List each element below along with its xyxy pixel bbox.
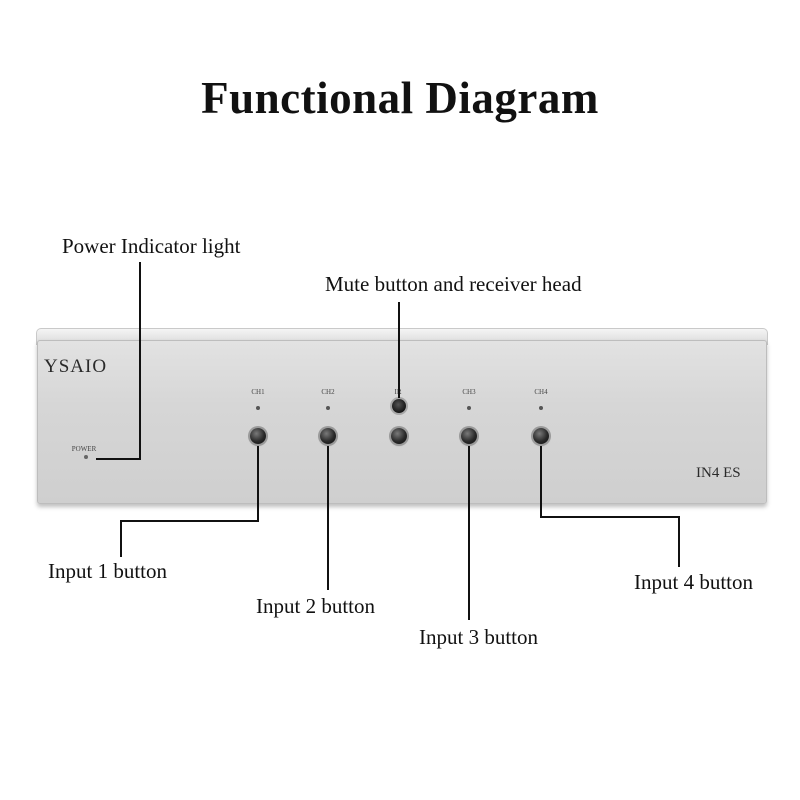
- device-front-panel: [37, 340, 767, 504]
- channel-led-ch4: [539, 406, 543, 410]
- power-label: POWER: [71, 445, 97, 453]
- diagram-title: Functional Diagram: [201, 73, 599, 123]
- callout-input-2: Input 2 button: [256, 594, 375, 618]
- channel-led-ch1: [256, 406, 260, 410]
- power-led: [84, 455, 88, 459]
- leader-input4: [540, 446, 680, 567]
- callout-power-indicator: Power Indicator light: [62, 234, 241, 258]
- channel-label-ch3: CH3: [462, 388, 476, 396]
- input-4-knob[interactable]: [533, 428, 549, 444]
- input-3-knob[interactable]: [461, 428, 477, 444]
- callout-input-1: Input 1 button: [48, 559, 167, 583]
- callout-input-3: Input 3 button: [419, 625, 538, 649]
- device-model: IN4 ES: [696, 465, 741, 481]
- input-2-knob[interactable]: [320, 428, 336, 444]
- leader-power: [96, 262, 141, 460]
- channel-label-ch2: CH2: [321, 388, 335, 396]
- mute-knob[interactable]: [391, 428, 407, 444]
- channel-label-ch1: CH1: [251, 388, 265, 396]
- leader-input1: [120, 446, 259, 557]
- input-1-knob[interactable]: [250, 428, 266, 444]
- channel-label-ch4: CH4: [534, 388, 548, 396]
- callout-mute-receiver: Mute button and receiver head: [325, 272, 582, 296]
- callout-input-4: Input 4 button: [634, 570, 753, 594]
- channel-led-ch2: [326, 406, 330, 410]
- device-brand: YSAIO: [44, 356, 108, 377]
- ir-receiver-eye: [392, 399, 406, 413]
- channel-led-ch3: [467, 406, 471, 410]
